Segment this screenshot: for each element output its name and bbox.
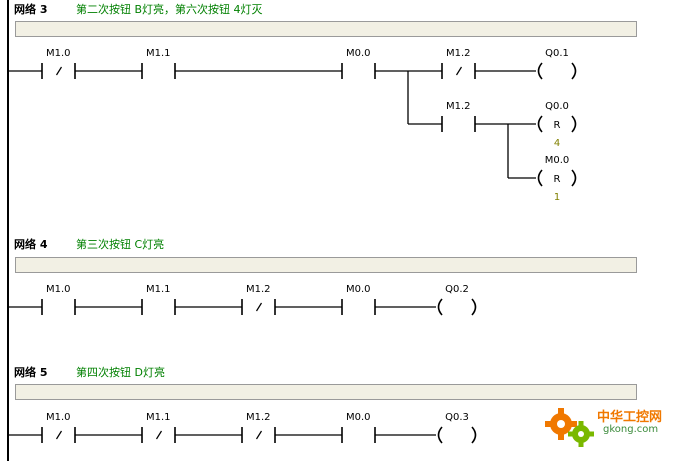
n3-branch-1-contact-address: M1.2 xyxy=(446,48,471,59)
n3-coil-1[interactable]: Q0.1 xyxy=(537,48,577,80)
n3-branch-1-contact[interactable]: M1.2 xyxy=(441,48,476,79)
n5-contact-2-address: M1.1 xyxy=(146,412,171,423)
gkong-watermark: 中华工控网 gkong.com xyxy=(543,404,673,454)
n3-coil-2-address: Q0.0 xyxy=(545,101,569,112)
n3-coil-2-type: R xyxy=(554,120,561,131)
n3-coil-3-param: 1 xyxy=(554,192,560,203)
watermark-url: gkong.com xyxy=(603,424,659,435)
network-4-comment-box[interactable] xyxy=(15,257,637,273)
n4-coil-address: Q0.2 xyxy=(445,284,469,295)
network-3-label: 网络 3 xyxy=(14,3,48,16)
n3-contact-3-address: M0.0 xyxy=(346,48,371,59)
n3-contact-2-address: M1.1 xyxy=(146,48,171,59)
n3-coil-1-address: Q0.1 xyxy=(545,48,569,59)
network-3-comment-box[interactable] xyxy=(15,21,637,37)
n5-coil[interactable]: Q0.3 xyxy=(437,412,477,444)
power-rail xyxy=(7,0,9,461)
n5-contact-1-address: M1.0 xyxy=(46,412,71,423)
network-5-title: 第四次按钮 D灯亮 xyxy=(76,366,165,379)
network-4-header[interactable]: 网络 4 第三次按钮 C灯亮 xyxy=(14,238,164,251)
n5-contact-4[interactable]: M0.0 xyxy=(341,412,376,443)
network-3-title: 第二次按钮 B灯亮，第六次按钮 4灯灭 xyxy=(76,3,263,16)
n5-contact-2[interactable]: M1.1 xyxy=(141,412,176,443)
network-4-label: 网络 4 xyxy=(14,238,48,251)
network-5-label: 网络 5 xyxy=(14,366,48,379)
n3-contact-1[interactable]: M1.0 xyxy=(41,48,76,79)
n4-contact-2[interactable]: M1.1 xyxy=(141,284,176,315)
n4-contact-3[interactable]: M1.2 xyxy=(241,284,276,315)
network-5-comment-box[interactable] xyxy=(15,384,637,400)
n3-coil-3-address: M0.0 xyxy=(545,155,570,166)
n4-contact-2-address: M1.1 xyxy=(146,284,171,295)
n3-coil-2[interactable]: Q0.0R 4 xyxy=(537,101,577,149)
network-5-header[interactable]: 网络 5 第四次按钮 D灯亮 xyxy=(14,366,165,379)
n4-contact-3-address: M1.2 xyxy=(246,284,271,295)
n3-contact-1-address: M1.0 xyxy=(46,48,71,59)
n3-coil-3[interactable]: M0.0R 1 xyxy=(537,155,577,203)
n4-contact-1[interactable]: M1.0 xyxy=(41,284,76,315)
n3-branch-2-contact-address: M1.2 xyxy=(446,101,471,112)
n3-coil-3-type: R xyxy=(554,174,561,185)
n5-contact-3-address: M1.2 xyxy=(246,412,271,423)
n4-contact-1-address: M1.0 xyxy=(46,284,71,295)
n3-contact-3[interactable]: M0.0 xyxy=(341,48,376,79)
n3-branch-2-contact[interactable]: M1.2 xyxy=(441,101,476,132)
n5-contact-1[interactable]: M1.0 xyxy=(41,412,76,443)
n5-contact-3[interactable]: M1.2 xyxy=(241,412,276,443)
n5-coil-address: Q0.3 xyxy=(445,412,469,423)
n4-contact-4[interactable]: M0.0 xyxy=(341,284,376,315)
network-3-header[interactable]: 网络 3 第二次按钮 B灯亮，第六次按钮 4灯灭 xyxy=(14,3,263,16)
gear-icon xyxy=(545,408,594,447)
n3-contact-2[interactable]: M1.1 xyxy=(141,48,176,79)
n4-coil[interactable]: Q0.2 xyxy=(437,284,477,316)
watermark-title: 中华工控网 xyxy=(597,410,663,425)
n4-contact-4-address: M0.0 xyxy=(346,284,371,295)
n3-coil-2-param: 4 xyxy=(554,138,560,149)
n5-contact-4-address: M0.0 xyxy=(346,412,371,423)
network-4-title: 第三次按钮 C灯亮 xyxy=(76,238,165,251)
